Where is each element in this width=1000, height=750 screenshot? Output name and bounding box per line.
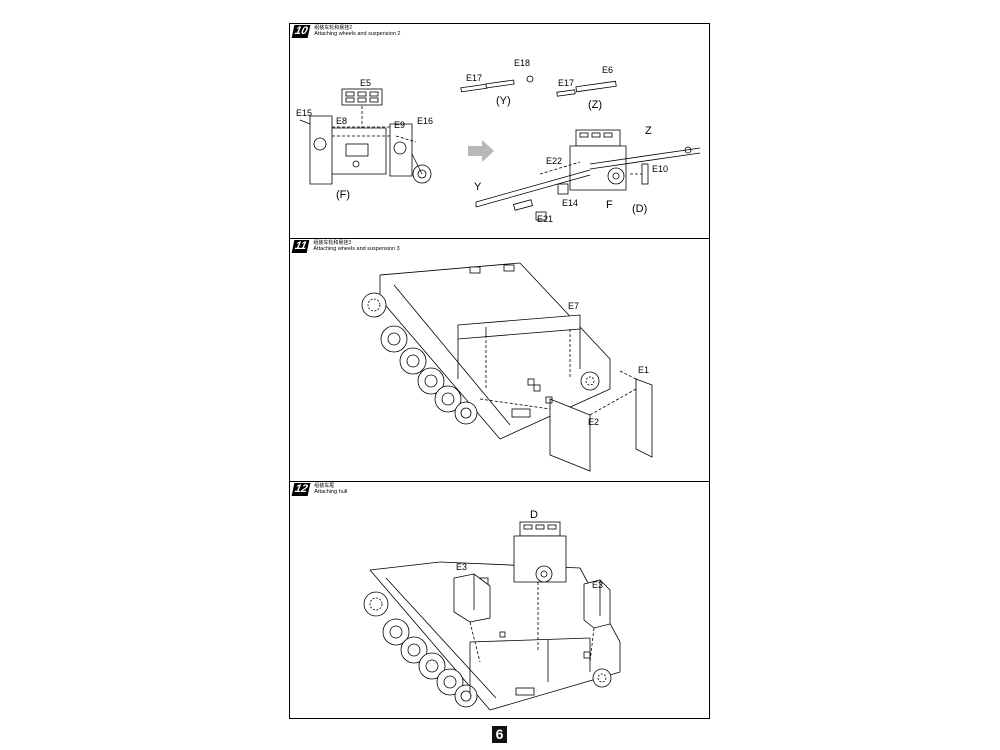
callout-e14: E14 xyxy=(562,198,578,208)
chassis-frame xyxy=(379,262,611,440)
callout-e16: E16 xyxy=(417,116,433,126)
callout-e6: E6 xyxy=(602,65,613,75)
step-10-header: 10 组装车轮和悬挂2 Attaching wheels and suspens… xyxy=(291,25,400,41)
callout-y: Y xyxy=(474,181,482,193)
callout-z-group: (Z) xyxy=(588,99,602,111)
step-12-panel: 12 组装车尾 Attaching hull xyxy=(290,481,709,718)
road-wheels-hull xyxy=(363,591,612,708)
callout-e9: E9 xyxy=(394,120,405,130)
callout-e15: E15 xyxy=(296,108,312,118)
step-10-panel: 10 组装车轮和悬挂2 Attaching wheels and suspens… xyxy=(290,24,709,238)
callout-f: F xyxy=(606,199,613,211)
rod-assembly-y xyxy=(460,75,534,93)
callout-e10: E10 xyxy=(652,164,668,174)
step-11-drawing: E7 E1 E2 xyxy=(361,262,653,472)
chassis-hull xyxy=(369,561,621,711)
callout-y-group: (Y) xyxy=(496,95,511,107)
step-11-panel: 11 组装车轮和悬挂3 Attaching wheels and suspens… xyxy=(290,238,709,481)
step-10-title-en: Attaching wheels and suspension 2 xyxy=(314,31,401,37)
suspension-assembly-f xyxy=(299,88,432,185)
direction-arrow xyxy=(468,140,494,162)
callout-e5: E5 xyxy=(360,78,371,88)
callout-z: Z xyxy=(645,125,652,137)
callout-e3-right: E3 xyxy=(592,580,603,590)
road-wheels xyxy=(361,292,600,425)
step-11-title-en: Attaching wheels and suspension 3 xyxy=(313,246,400,252)
rod-assembly-z xyxy=(556,80,617,97)
step-12-title-en: Attaching hull xyxy=(314,489,348,495)
plate-e1 xyxy=(549,370,653,472)
callout-d-group: (D) xyxy=(632,203,647,215)
callout-e1: E1 xyxy=(638,365,649,375)
callout-e17-y: E17 xyxy=(466,73,482,83)
engine-block-d xyxy=(479,521,567,652)
callout-f-group: (F) xyxy=(336,189,350,201)
callout-e21: E21 xyxy=(537,214,553,224)
floor-details xyxy=(479,378,553,418)
combined-assembly-d xyxy=(475,129,701,221)
callout-e3-left: E3 xyxy=(456,562,467,572)
step-10-drawing: E5 E15 E8 E9 E16 (F) E17 E18 (Y) E17 E6 xyxy=(296,58,701,224)
instruction-frame: 10 组装车轮和悬挂2 Attaching wheels and suspens… xyxy=(289,23,710,719)
callout-e7: E7 xyxy=(568,301,579,311)
hull-floor xyxy=(469,631,591,696)
step-12-drawing: D E3 E3 xyxy=(363,509,621,711)
step-12-header: 12 组装车尾 Attaching hull xyxy=(291,483,347,499)
plate-e7 xyxy=(457,314,581,389)
callout-e8: E8 xyxy=(336,116,347,126)
callout-e17-z: E17 xyxy=(558,78,574,88)
callout-e22: E22 xyxy=(546,156,562,166)
page-number: 6 xyxy=(492,726,507,743)
step-12-title-cn: 组装车尾 xyxy=(314,483,335,489)
step-11-title-cn: 组装车轮和悬挂3 xyxy=(313,240,352,246)
plates-e3 xyxy=(453,573,611,663)
step-11-header: 11 组装车轮和悬挂3 Attaching wheels and suspens… xyxy=(291,240,400,256)
callout-e18: E18 xyxy=(514,58,530,68)
callout-d: D xyxy=(530,509,538,521)
callout-e2: E2 xyxy=(588,417,599,427)
step-10-title-cn: 组装车轮和悬挂2 xyxy=(314,25,353,31)
